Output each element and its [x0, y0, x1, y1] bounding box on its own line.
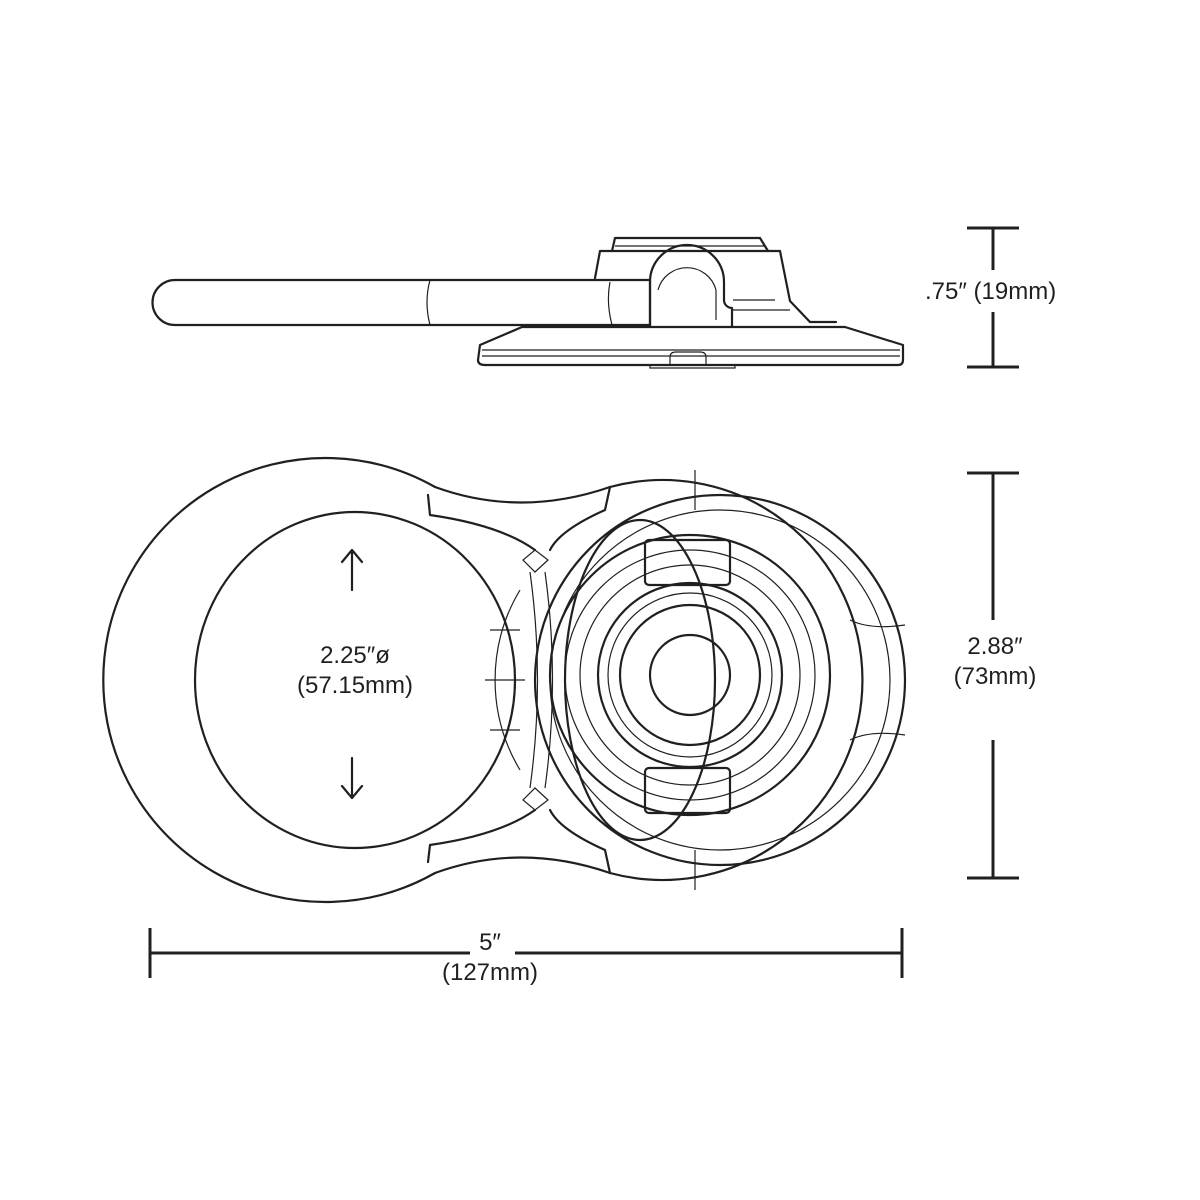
- length-dimension: [148, 928, 904, 978]
- ring-diameter-imperial: 2.25″ø: [320, 642, 390, 669]
- ring-outer: [102, 456, 437, 904]
- side-dome: [593, 249, 838, 324]
- width-label: 2.88″ (73mm): [935, 632, 1055, 692]
- side-handle: [151, 278, 652, 327]
- height-metric: (19mm): [973, 278, 1057, 305]
- length-imperial: 5″: [479, 929, 501, 956]
- side-view: [151, 236, 905, 369]
- dimension-lines: [148, 226, 1019, 978]
- ring-diameter-metric: (57.15mm): [296, 672, 414, 699]
- height-label: .75″ (19mm): [925, 277, 1056, 307]
- top-view: [102, 456, 907, 904]
- ring-diameter-label: 2.25″ø (57.15mm): [280, 641, 430, 701]
- side-base-plate: [476, 325, 905, 367]
- length-metric: (127mm): [441, 959, 538, 986]
- arrow-up-icon: [340, 548, 364, 592]
- width-metric: (73mm): [953, 663, 1037, 690]
- side-hinge: [648, 243, 734, 328]
- base-disk: [608, 478, 864, 882]
- height-dimension: [967, 226, 1019, 369]
- height-imperial: .75″: [925, 278, 967, 305]
- length-label: 5″ (127mm): [420, 928, 560, 988]
- arrow-down-icon: [340, 756, 364, 800]
- width-imperial: 2.88″: [967, 633, 1023, 660]
- width-dimension: [967, 471, 1019, 880]
- center-hole: [648, 633, 732, 717]
